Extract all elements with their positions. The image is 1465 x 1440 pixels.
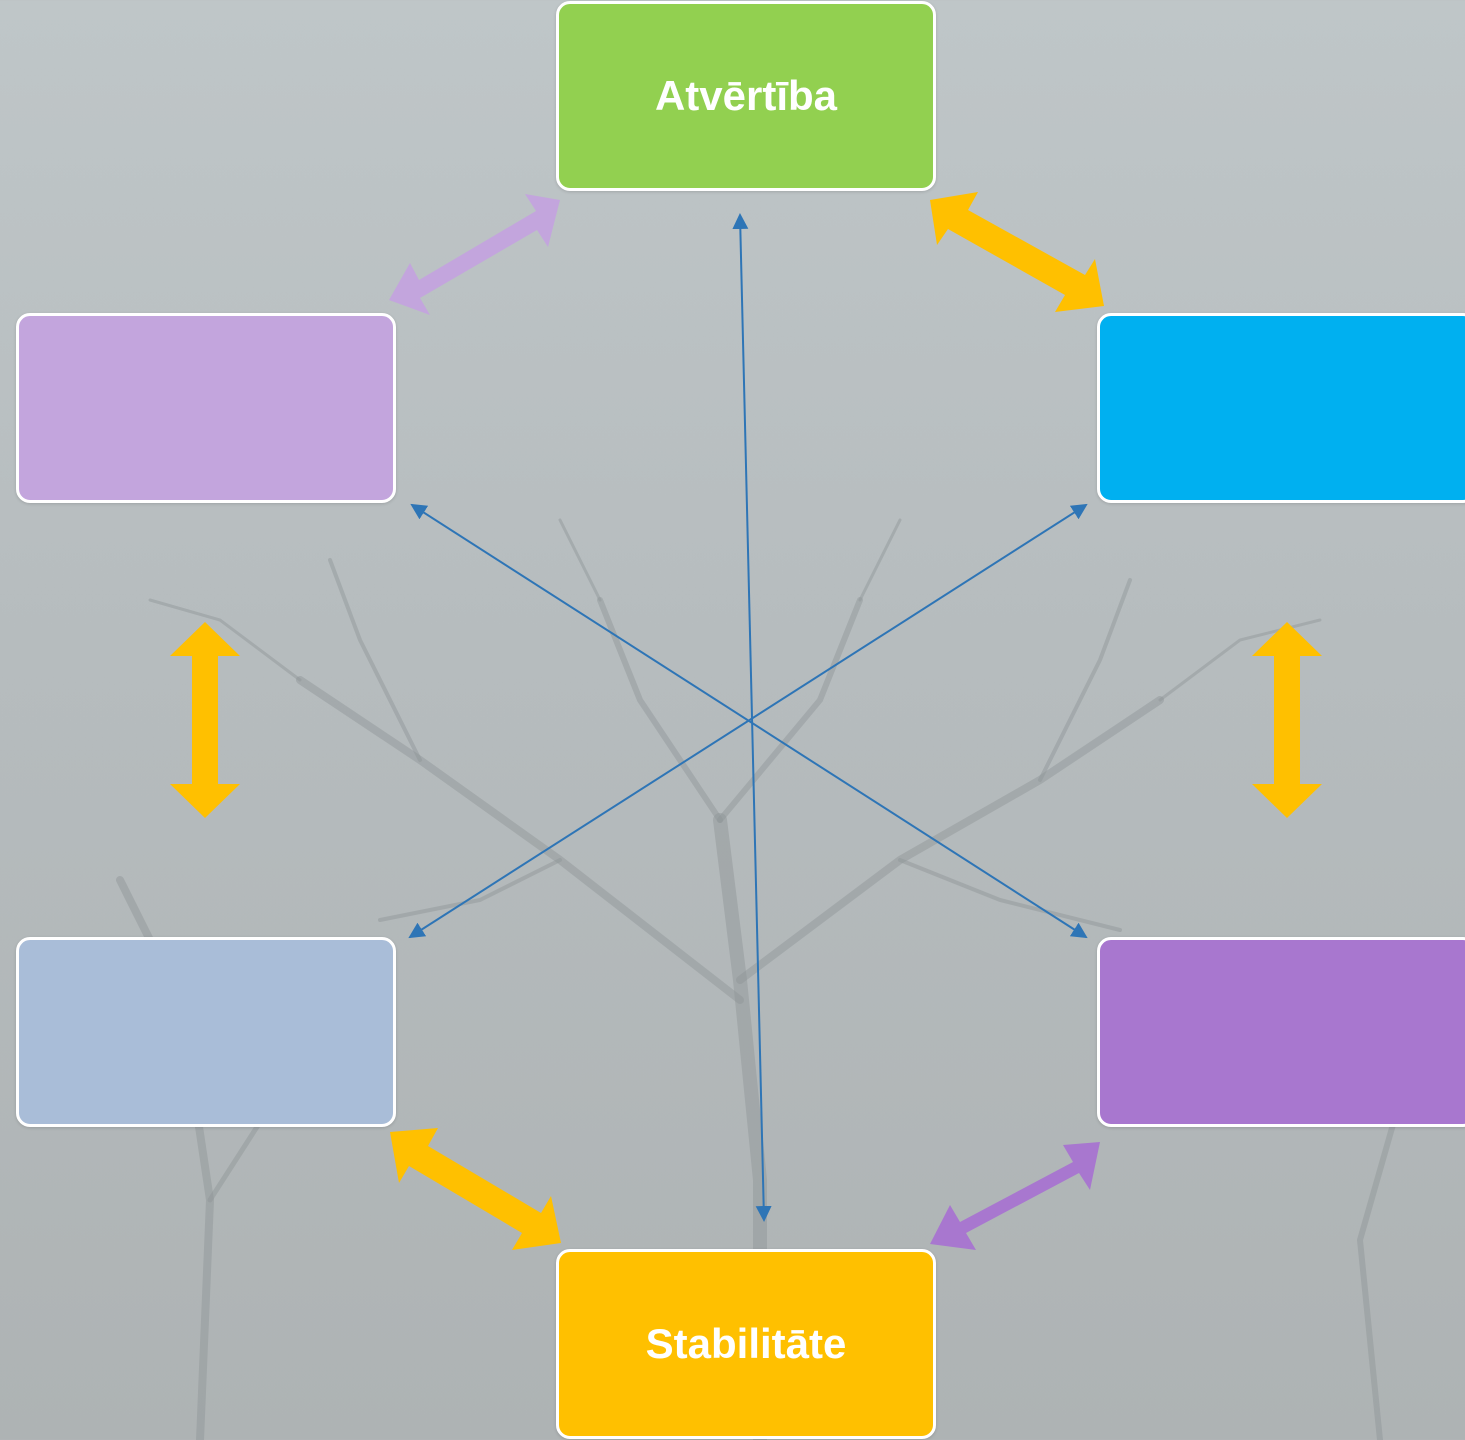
double-arrow-top-upperright [930,192,1104,312]
double-arrow-lowerleft-bottom [390,1128,561,1250]
node-upper-right [1097,313,1465,503]
node-atvertiba: Atvērtība [556,1,936,191]
node-stabilitate-label: Stabilitāte [645,1320,847,1367]
double-arrow-right-vertical [1252,622,1322,818]
double-arrow-left-vertical [170,622,240,818]
node-lower-right [1097,937,1465,1127]
node-atvertiba-label: Atvērtība [654,72,838,119]
node-upper-left [16,313,396,503]
connector-upperright-lowerleft [408,503,1088,939]
double-arrow-lowerright-bottom [930,1142,1100,1250]
double-arrow-top-upperleft [389,194,560,315]
node-lower-left [16,937,396,1127]
node-stabilitate: Stabilitāte [556,1249,936,1439]
